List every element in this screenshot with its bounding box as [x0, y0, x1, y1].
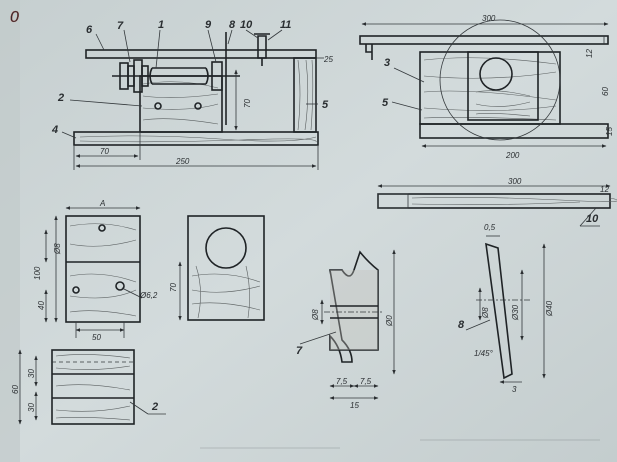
dim-pulley-width: 15: [350, 401, 359, 410]
dim-base-offset: 70: [100, 147, 109, 156]
dim-arm-length: 300: [482, 14, 496, 23]
dim-disc-edge: 0,5: [484, 223, 496, 232]
dim-height-a: 12: [585, 49, 594, 58]
callout-2-detail: 2: [151, 401, 158, 413]
pulley-section: [329, 250, 379, 363]
dim-top: 25: [323, 55, 333, 64]
part3-detail: 70: [169, 215, 265, 321]
dim-bottom-width: 50: [92, 333, 101, 342]
dim-base-width: 200: [505, 151, 520, 160]
nut: [211, 61, 223, 91]
callout-9: 9: [205, 19, 212, 31]
dim-post-height: 70: [243, 99, 252, 108]
callout-6: 6: [86, 24, 93, 36]
corner-mark: 0: [10, 9, 19, 26]
dim-strip-block-height: 60: [11, 385, 20, 394]
dim-hole-top: Ø8: [53, 243, 62, 255]
dim-pulley-bore: Ø8: [311, 309, 320, 321]
fold-shadow: [0, 0, 20, 462]
part7-detail: Ø8 Ø0 7,5 7,5 15 7: [296, 249, 396, 410]
dim-disc-hub: Ø30: [511, 304, 520, 321]
block-body: [187, 215, 265, 321]
saw-disc-section: [485, 242, 513, 380]
pulley: [119, 59, 149, 93]
side-arm: [359, 35, 609, 45]
callout-1: 1: [158, 19, 164, 31]
part8-detail: 0,5 Ø8 Ø30 Ø40 1/45° 3 8: [458, 223, 554, 394]
callout-8: 8: [229, 19, 236, 31]
dim-strip-b: 30: [27, 403, 36, 412]
dim-width-a: A: [99, 199, 105, 208]
callout-11: 11: [280, 19, 291, 31]
callout-8-detail: 8: [458, 319, 465, 331]
part1-detail: A Ø8 100 40 50 Ø6,2: [33, 199, 158, 342]
part10-strip: 300 12 10: [377, 177, 617, 227]
callout-10-strip: 10: [586, 213, 599, 225]
assembly-side-view: 300 200 12 60 15 3 5: [359, 14, 614, 160]
dim-disc-thickness: 3: [512, 385, 517, 394]
callout-7: 7: [117, 20, 124, 32]
dim-block-height: 70: [169, 283, 178, 292]
bleed-through: [200, 439, 600, 449]
dim-strip-thickness: 12: [600, 185, 609, 194]
dim-groove-a: 7,5: [336, 377, 348, 386]
dim-strip-a: 30: [27, 369, 36, 378]
dim-disc-outer: Ø40: [545, 300, 554, 317]
dim-hole-low: 40: [37, 301, 46, 310]
dim-strip-length: 300: [508, 177, 522, 186]
part2-detail: 60 30 30 2: [11, 349, 166, 425]
dim-height-b: 60: [601, 87, 610, 96]
dim-height-c: 15: [605, 127, 614, 136]
front-leaders: [61, 29, 318, 139]
callout-5-front: 5: [322, 99, 329, 111]
dim-disc-chamfer: 1/45°: [474, 349, 494, 358]
dim-height-100: 100: [33, 266, 42, 280]
callout-7-detail: 7: [296, 345, 303, 357]
callout-2: 2: [57, 92, 64, 104]
dim-disc-bore: Ø8: [481, 307, 490, 319]
callout-5-side: 5: [382, 97, 389, 109]
dim-groove-b: 7,5: [360, 377, 372, 386]
saw-disc: [439, 19, 561, 141]
dim-base-length: 250: [175, 157, 190, 166]
top-rail: [85, 49, 317, 59]
strip-block: [51, 349, 135, 425]
right-post: [293, 57, 317, 133]
callout-3-side: 3: [384, 57, 390, 69]
callout-4: 4: [51, 124, 58, 136]
dim-pulley-outer: Ø0: [385, 315, 394, 327]
dim-shaft-hole: Ø6,2: [139, 291, 158, 300]
callout-10: 10: [240, 19, 253, 31]
clamp: [254, 33, 270, 66]
bracket-body: [65, 215, 141, 323]
assembly-front-view: 70 250 70 25 6 7 1 9 8 10 11 2 4 5: [51, 19, 333, 170]
